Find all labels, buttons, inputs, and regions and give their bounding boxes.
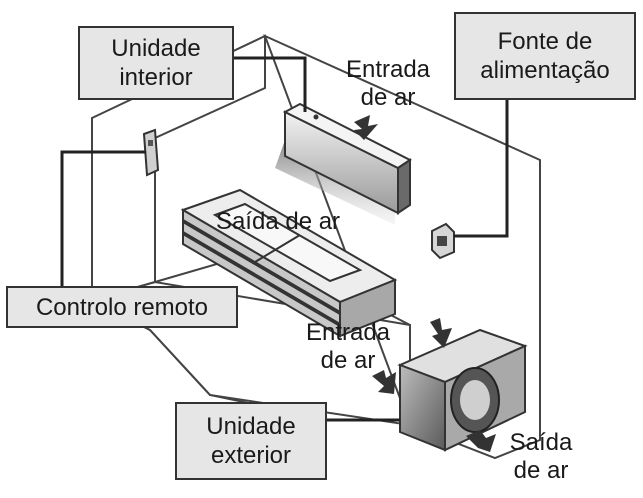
power-supply-drawing bbox=[431, 222, 455, 260]
label-indoor-air-outlet-text: Saída de ar bbox=[215, 208, 341, 235]
label-remote-control-text: Controlo remoto bbox=[35, 293, 209, 321]
label-indoor-unit: Unidade interior bbox=[78, 26, 234, 100]
outdoor-outlet-arrow bbox=[466, 430, 496, 452]
outdoor-inlet-arrow-top bbox=[430, 318, 452, 348]
label-outdoor-air-inlet-line1: Entrada bbox=[305, 319, 391, 346]
label-outdoor-unit-line1: Unidade bbox=[206, 413, 296, 440]
label-outdoor-air-inlet-line2: de ar bbox=[320, 347, 376, 374]
bed-drawing bbox=[180, 188, 398, 338]
indoor-unit-side bbox=[397, 158, 411, 215]
label-outdoor-unit-line2: exterior bbox=[210, 442, 292, 469]
label-indoor-unit-line1: Unidade bbox=[111, 35, 201, 62]
outdoor-inlet-arrow-left bbox=[372, 370, 396, 394]
leader-power-supply bbox=[454, 100, 509, 238]
outdoor-unit-drawing bbox=[397, 328, 528, 452]
label-indoor-air-inlet-line2: de ar bbox=[360, 84, 416, 111]
label-outdoor-air-outlet-line2: de ar bbox=[513, 457, 569, 484]
label-outdoor-air-outlet-line1: Saída bbox=[509, 429, 573, 456]
label-outdoor-unit: Unidade exterior bbox=[175, 402, 327, 480]
indoor-unit-drawing bbox=[275, 102, 412, 225]
indoor-air-inlet-arrow bbox=[354, 115, 378, 140]
label-remote-control: Controlo remoto bbox=[6, 286, 238, 328]
leader-remote-control bbox=[60, 150, 146, 296]
label-power-supply-line1: Fonte de bbox=[497, 28, 593, 55]
label-indoor-unit-line2: interior bbox=[119, 64, 193, 91]
label-power-supply-line2: alimentação bbox=[480, 57, 610, 84]
label-outdoor-air-inlet: Entrada de ar bbox=[290, 319, 406, 375]
remote-control-drawing bbox=[142, 128, 160, 177]
label-power-supply: Fonte de alimentação bbox=[454, 12, 636, 100]
indoor-unit-indicator bbox=[313, 114, 319, 120]
room-back-wall bbox=[263, 34, 541, 460]
outdoor-air-arrows bbox=[372, 318, 496, 452]
bed-side bbox=[339, 278, 396, 338]
leader-lines bbox=[60, 56, 509, 422]
label-indoor-air-inlet: Entrada de ar bbox=[330, 56, 446, 112]
label-indoor-air-inlet-line1: Entrada bbox=[345, 56, 431, 83]
label-outdoor-air-outlet: Saída de ar bbox=[486, 429, 596, 485]
leader-indoor-unit bbox=[232, 56, 307, 112]
label-indoor-air-outlet: Saída de ar bbox=[198, 208, 358, 236]
